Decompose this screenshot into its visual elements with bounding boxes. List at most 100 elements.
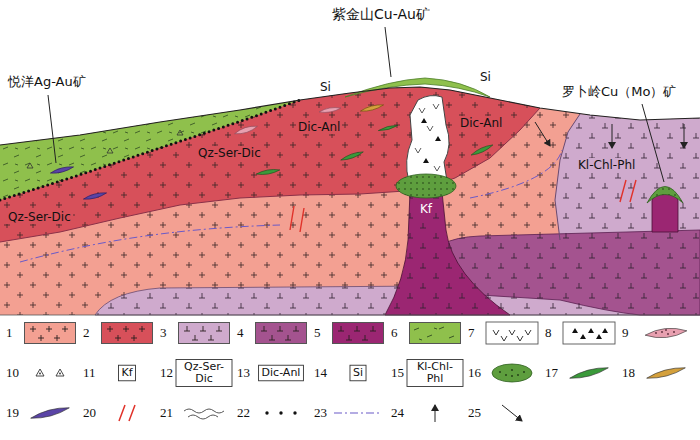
ore-lens-green <box>256 168 280 176</box>
cupola-cap <box>647 187 683 204</box>
schist-sample <box>184 409 224 419</box>
dot-mark <box>59 373 61 375</box>
skarn-blob-dots <box>396 174 456 198</box>
alteration-label: Si <box>318 80 333 94</box>
legend-number: 18 <box>622 365 635 381</box>
unconformity-sample <box>265 411 268 414</box>
legend-number: 20 <box>83 405 96 421</box>
alteration-boundary <box>20 225 280 262</box>
breccia-v-marks <box>415 104 440 171</box>
unconformity <box>0 100 300 200</box>
fluid-arrow <box>535 122 550 146</box>
legend-number: 2 <box>83 325 90 341</box>
legend-box <box>486 322 538 344</box>
tuff-mark <box>36 369 64 376</box>
legend-box <box>176 359 232 386</box>
deposit-label: 悦洋Ag-Au矿 <box>6 74 88 90</box>
breccia-lens-pink <box>319 106 341 114</box>
legend-label: Kf <box>121 367 132 379</box>
ore-lens-sample <box>569 365 609 381</box>
arrow-sample <box>435 405 436 422</box>
skarn-sample <box>492 364 532 382</box>
legend-number: 4 <box>237 325 244 341</box>
legend-number: 25 <box>468 405 481 421</box>
alteration-zone <box>555 114 700 240</box>
ore-lens-purple <box>50 165 74 175</box>
legend-swatch <box>24 322 76 344</box>
alteration-label: Qz-Ser-Dic <box>6 210 73 224</box>
dot-mark <box>511 375 513 377</box>
legend-number: 11 <box>83 365 96 381</box>
dot-mark <box>499 371 501 373</box>
legend-number: 22 <box>237 405 250 421</box>
unconformity-sample <box>279 411 282 414</box>
porphyry-stock <box>385 192 510 315</box>
legend-swatch <box>409 322 461 344</box>
ore-lens-green <box>378 124 398 132</box>
dot-mark <box>673 331 675 333</box>
legend-label: Si <box>353 367 363 379</box>
leader-line <box>385 27 391 77</box>
breccia-pipe <box>407 96 449 182</box>
breccia-mark <box>572 328 608 339</box>
pattern-marks <box>414 327 454 340</box>
zone-boundary <box>555 114 580 240</box>
alteration-label: Kf <box>418 202 434 216</box>
fluid-arrow <box>684 124 685 148</box>
dot-mark <box>511 369 513 371</box>
volcanic-breccia-mark <box>493 330 531 341</box>
alteration-label: Kl-Chl-Phl <box>576 158 637 172</box>
legend-label: Qz-Ser-Dic <box>179 361 229 384</box>
volcanic-layer-marks <box>0 100 300 200</box>
legend-number: 10 <box>6 365 19 381</box>
ore-lens-green <box>470 143 493 157</box>
cupola-cap-dots <box>647 187 683 204</box>
legend-box <box>118 365 135 381</box>
legend-label: Kl-Chl-Phl <box>410 361 460 384</box>
legend-box <box>259 365 304 381</box>
legend-number: 15 <box>391 365 404 381</box>
dot-mark <box>667 333 669 335</box>
dot-mark <box>517 374 519 376</box>
legend-swatch <box>255 322 307 344</box>
alteration-boundary-sample <box>334 412 382 413</box>
dot-mark <box>665 329 667 331</box>
alteration-label: Si <box>478 70 493 84</box>
tuff-symbol <box>27 130 183 168</box>
ore-lens-yellow <box>360 103 384 113</box>
legend-number: 7 <box>468 325 475 341</box>
vein <box>290 180 636 232</box>
dot-mark <box>39 373 41 375</box>
unconformity-sample <box>293 411 296 414</box>
granite-2-marks <box>0 87 540 242</box>
legend-label: Dic-Anl <box>262 367 301 379</box>
legend-number: 23 <box>314 405 327 421</box>
section-base <box>0 315 700 316</box>
ore-lens-green <box>340 150 364 162</box>
legend-number: 6 <box>391 325 398 341</box>
leader-line <box>642 104 664 182</box>
legend-number: 13 <box>237 365 250 381</box>
legend-number: 5 <box>314 325 321 341</box>
leader-line <box>48 95 56 163</box>
alteration-boundary <box>470 150 562 198</box>
pattern-marks <box>184 326 222 340</box>
legend-box <box>407 359 463 386</box>
arrow-sample <box>502 405 522 421</box>
alteration-label: Qz-Ser-Dic <box>196 146 263 160</box>
legend-number: 3 <box>160 325 167 341</box>
breccia-fragments <box>421 118 441 163</box>
legend-swatch <box>178 322 230 344</box>
legend-box <box>350 365 366 381</box>
fluid-arrow <box>612 124 613 148</box>
breccia-lens-sample <box>645 326 688 339</box>
deposit-label: 罗卜岭Cu（Mo）矿 <box>560 84 679 100</box>
ore-lens-purple <box>83 191 107 201</box>
legend-number: 14 <box>314 365 327 381</box>
pattern-marks <box>107 326 145 341</box>
legend-number: 9 <box>622 325 629 341</box>
legend-box <box>563 322 615 344</box>
alteration-zone-marks <box>555 114 700 240</box>
